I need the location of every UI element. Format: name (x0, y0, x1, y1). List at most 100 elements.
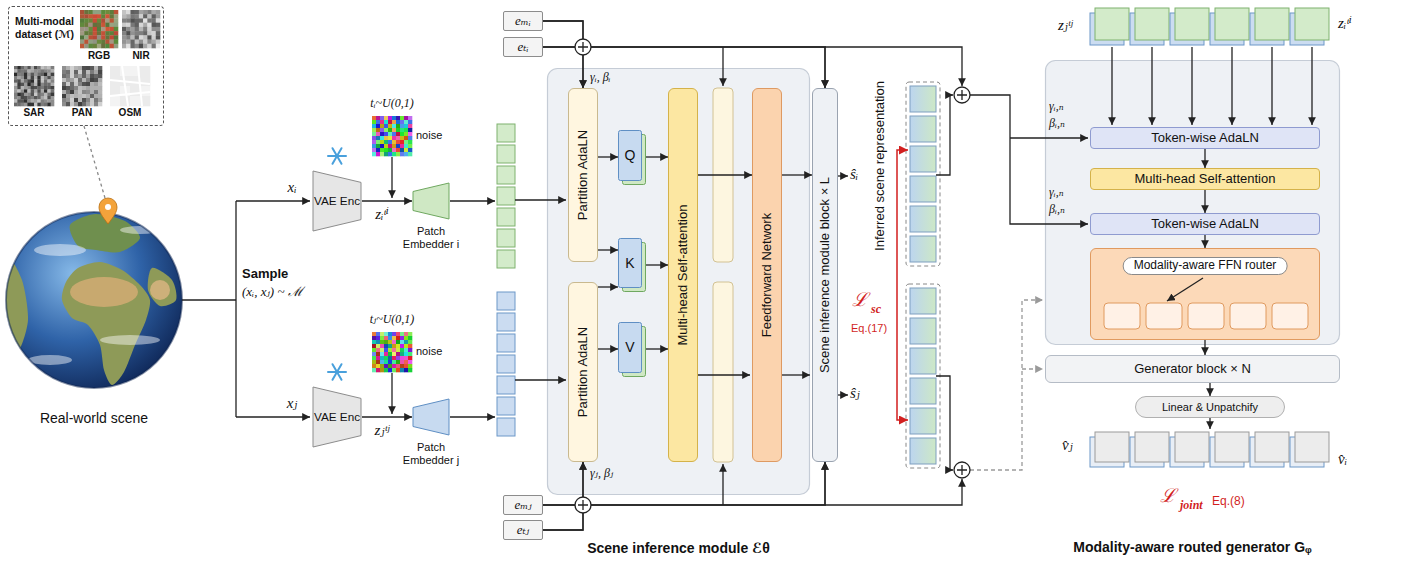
modality-name: NIR (132, 50, 149, 62)
nir-image (130, 14, 135, 19)
noise-image (404, 336, 408, 340)
nir-image (152, 23, 157, 28)
earth-globe (34, 244, 86, 256)
sar-image (41, 89, 45, 93)
modality-name: RGB (88, 50, 110, 62)
generator-container: Modality-aware routed generator GᵩToken-… (1045, 60, 1340, 345)
sar-image (24, 66, 28, 70)
noise-image (400, 132, 404, 136)
pan-image (66, 78, 70, 82)
rgb-image (110, 44, 115, 49)
rgb-image (97, 10, 102, 15)
sar-image (37, 76, 41, 80)
sar-image (14, 66, 18, 70)
noise-image (380, 128, 384, 132)
noise-image (408, 120, 412, 124)
sar-image (51, 79, 55, 83)
sum-node (575, 39, 970, 513)
noise-image (372, 144, 376, 148)
rgb-image (105, 14, 110, 19)
rgb-image (84, 31, 89, 36)
noise-image (408, 332, 412, 336)
noise-image (400, 144, 404, 148)
node-text: eₜᵢ (517, 40, 528, 55)
noise-image (372, 120, 376, 124)
nir-image (139, 14, 144, 19)
noise-image (396, 136, 400, 140)
pan-image (70, 90, 74, 94)
sar-image (24, 79, 28, 83)
sar-image (44, 96, 48, 100)
value-box: V (618, 322, 646, 377)
nir-image (152, 18, 157, 23)
noise-image (372, 344, 376, 348)
earth-globe (6, 212, 182, 388)
node-text: Linear & Unpatchify (1162, 401, 1258, 414)
sar-image (24, 76, 28, 80)
sar-image (24, 96, 28, 100)
pan-image (90, 78, 94, 82)
sar-image (14, 93, 18, 97)
token-column (497, 124, 515, 142)
rgb-image (80, 10, 85, 15)
wire (515, 379, 566, 380)
node-text: VAE Enc (314, 194, 360, 208)
pan-image (74, 90, 78, 94)
noise-image (388, 148, 392, 152)
rgb-image (93, 44, 98, 49)
frozen-icon (328, 148, 346, 164)
sar-image (44, 79, 48, 83)
nir-image (135, 27, 140, 32)
sar-image (41, 83, 45, 87)
sar-image (44, 93, 48, 97)
rgb-image (80, 18, 85, 23)
loss-symbol: ℒ (1160, 484, 1176, 507)
rgb-image (93, 10, 98, 15)
wire (450, 416, 495, 417)
nir-image (156, 44, 161, 49)
sar-image (47, 99, 51, 103)
ffn-block: Feedforward Network (752, 88, 782, 462)
pan-image (94, 82, 98, 86)
module-panel (548, 69, 810, 495)
connector (1204, 190, 1205, 213)
rgb-image (101, 44, 106, 49)
nir-image (130, 40, 135, 45)
token-column (497, 334, 515, 352)
module-panel (548, 61, 1340, 495)
math-label: tⱼ~U(0,1) (370, 312, 415, 326)
noise-image (392, 116, 396, 120)
representation-column (906, 284, 940, 468)
rgb-image (88, 27, 93, 32)
rgb-image (88, 23, 93, 28)
noise-image (392, 352, 396, 356)
noise-image (388, 124, 392, 128)
pan-image (98, 102, 102, 106)
noise-image (384, 136, 388, 140)
pan-image (82, 78, 86, 82)
noise-image (388, 364, 392, 368)
pan-image (86, 74, 90, 78)
nir-image (156, 27, 161, 32)
nir-image (126, 44, 131, 49)
sum-node (578, 500, 588, 510)
sar-image (51, 86, 55, 90)
frozen-icon (333, 148, 342, 164)
pan-image (78, 78, 82, 82)
pan-image (98, 86, 102, 90)
node-text: Multi-head Self-attention (676, 205, 691, 346)
nir-image (135, 23, 140, 28)
node-text: Multi-modal dataset (ℳ) (15, 15, 79, 40)
pan-image (62, 78, 66, 82)
rgb-image (93, 18, 98, 23)
nir-image (135, 18, 140, 23)
noise-image (408, 144, 412, 148)
rgb-image (97, 27, 102, 32)
noise-image (404, 128, 408, 132)
noise-image (372, 368, 376, 372)
pan-image (94, 90, 98, 94)
noise-image (396, 352, 400, 356)
wire (722, 464, 723, 505)
sar-image (34, 86, 38, 90)
sar-image (34, 89, 38, 93)
